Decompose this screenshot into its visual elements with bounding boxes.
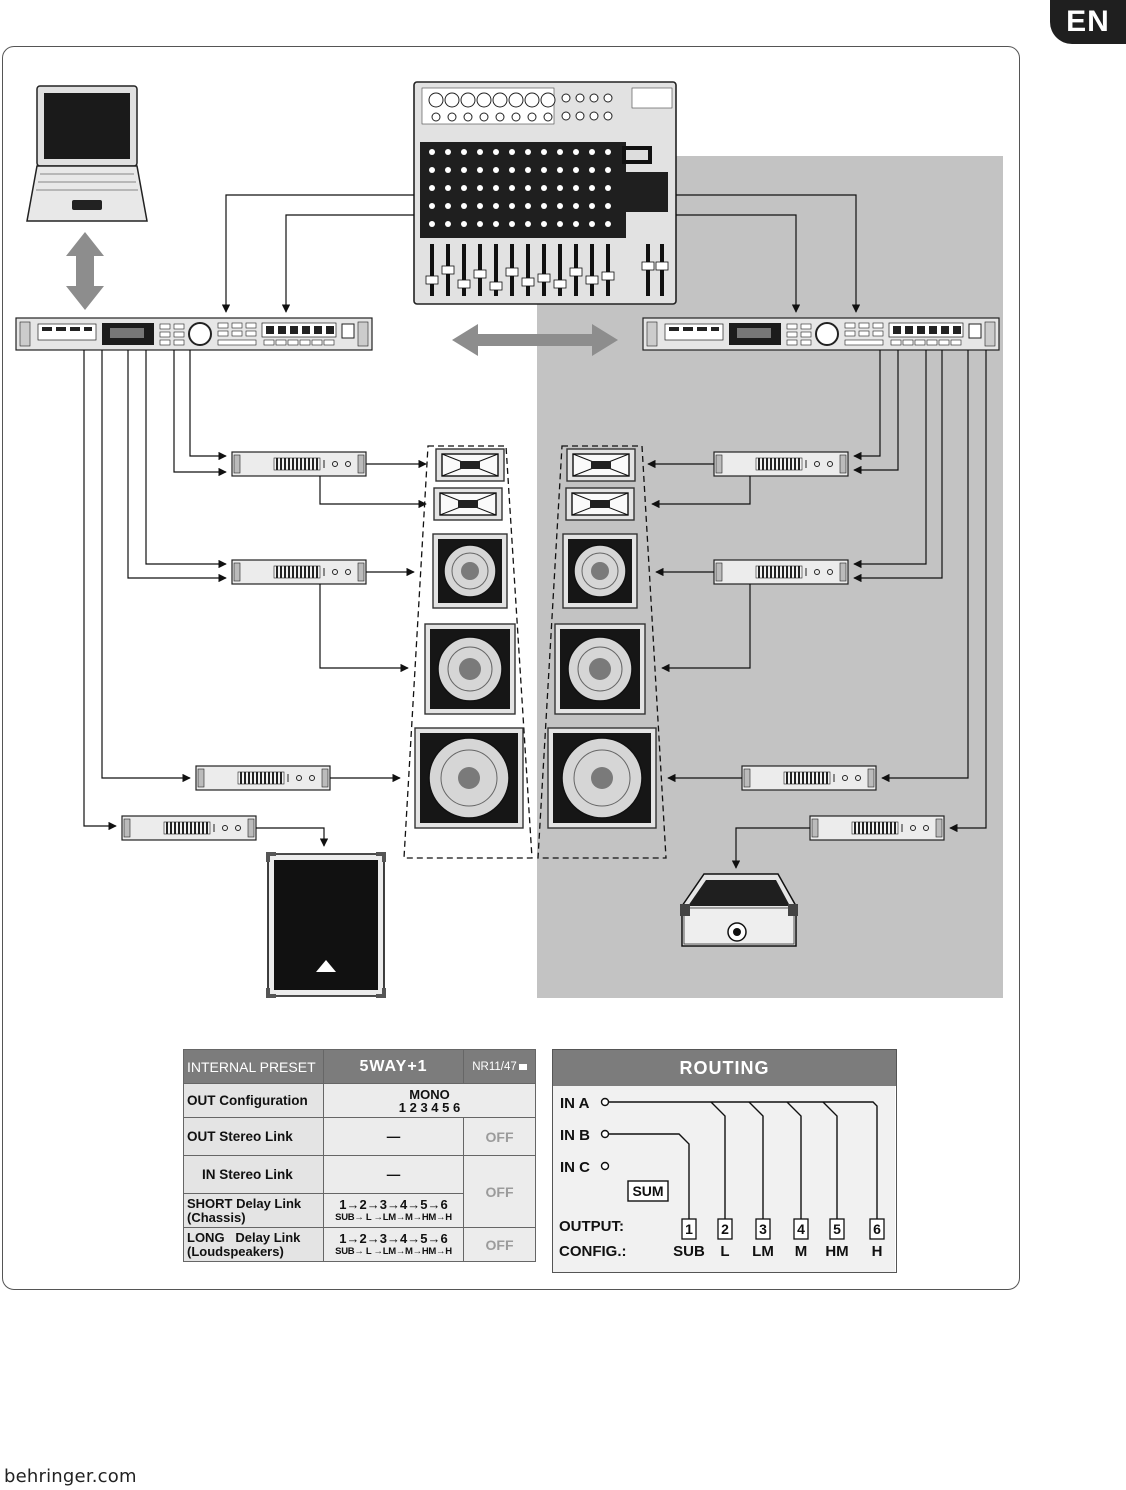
input-b-node (600, 1129, 610, 1139)
config-5: HM (825, 1243, 848, 1260)
amp-right-sub (809, 815, 945, 841)
floor-monitor-wedge (680, 873, 798, 947)
svg-text:SUM: SUM (632, 1183, 663, 1199)
language-badge: EN (1050, 0, 1126, 44)
routing-title: ROUTING (553, 1050, 896, 1086)
config-label: CONFIG.: (559, 1243, 627, 1260)
out-config-label: OUT Configuration (183, 1083, 324, 1118)
sum-box: SUM (627, 1180, 669, 1202)
out-config-value: MONO 1 2 3 4 5 6 (323, 1083, 536, 1118)
short-delay-link-label: SHORT Delay Link (Chassis) (183, 1193, 324, 1228)
out-stereo-link-state: OFF (463, 1117, 536, 1156)
routing-panel: ROUTING IN A IN B IN C OUTPUT: CONFIG.: (552, 1049, 897, 1273)
amp-right-high (713, 451, 849, 477)
config-6: H (872, 1243, 883, 1260)
footer-brand[interactable]: behringer.com (4, 1466, 137, 1487)
amp-left-high (231, 451, 367, 477)
processor-right (642, 317, 1000, 351)
preset-value: 5WAY+1 (323, 1049, 464, 1084)
lock-icon (518, 1063, 527, 1070)
amp-left-sub (121, 815, 257, 841)
processor-link-arrow (452, 324, 618, 356)
left-wiring (83, 350, 427, 847)
input-c-label: IN C (560, 1159, 590, 1176)
right-wiring (647, 350, 987, 869)
amp-left-mid (231, 559, 367, 585)
input-c-node (600, 1161, 610, 1171)
table-row: OUT Configuration MONO 1 2 3 4 5 6 (183, 1083, 536, 1118)
amp-left-low (195, 765, 331, 791)
output-6: 6 (873, 1221, 881, 1237)
diagram-frame (2, 46, 1020, 1290)
output-5: 5 (833, 1221, 841, 1237)
in-stereo-link-value: — (323, 1155, 464, 1194)
routing-body: IN A IN B IN C OUTPUT: CONFIG.: (553, 1086, 895, 1272)
input-b-label: IN B (560, 1127, 590, 1144)
out-stereo-link-label: OUT Stereo Link (183, 1117, 324, 1156)
routing-graph: IN A IN B IN C OUTPUT: CONFIG.: (559, 1095, 885, 1260)
long-delay-link-state: OFF (463, 1227, 536, 1262)
output-2: 2 (721, 1221, 729, 1237)
table-row: OUT Stereo Link — OFF (183, 1117, 536, 1156)
config-4: M (795, 1243, 808, 1260)
preset-table: INTERNAL PRESET 5WAY+1 NR11/47 OUT Confi… (183, 1049, 536, 1262)
right-speaker-stack (547, 448, 657, 829)
preset-label: INTERNAL PRESET (183, 1049, 324, 1084)
long-delay-link-label: LONG Delay Link (Loudspeakers) (183, 1227, 324, 1262)
amp-right-mid (713, 559, 849, 585)
output-3: 3 (759, 1221, 767, 1237)
laptop-link-arrow (66, 232, 104, 310)
output-4: 4 (797, 1221, 805, 1237)
long-delay-chain: 1→2→3→4→5→6 SUB→ L →LM→M→HM→H (323, 1227, 464, 1262)
table-row: IN Stereo Link — OFF (183, 1155, 536, 1228)
out-stereo-link-value: — (323, 1117, 464, 1156)
config-2: L (720, 1243, 729, 1260)
in-stereo-link-label: IN Stereo Link (183, 1155, 324, 1194)
preset-header-row: INTERNAL PRESET 5WAY+1 NR11/47 (183, 1049, 536, 1084)
config-1: SUB (673, 1243, 705, 1260)
input-a-label: IN A (560, 1095, 590, 1112)
preset-code: NR11/47 (463, 1049, 536, 1084)
output-label: OUTPUT: (559, 1218, 624, 1235)
laptop (26, 85, 148, 222)
table-row: LONG Delay Link (Loudspeakers) 1→2→3→4→5… (183, 1227, 536, 1262)
setup-diagram (15, 81, 1000, 998)
output-1: 1 (685, 1221, 693, 1237)
speaker-stack-outlines (403, 445, 667, 859)
processor-left (15, 317, 373, 351)
short-delay-link-state: OFF (463, 1155, 536, 1228)
mixer-outputs (221, 194, 861, 313)
input-a-node (600, 1097, 610, 1107)
short-delay-chain: 1→2→3→4→5→6 SUB→ L →LM→M→HM→H (323, 1193, 464, 1228)
mixing-console (413, 81, 677, 305)
amp-right-low (741, 765, 877, 791)
left-speaker-stack (414, 448, 524, 829)
subwoofer-cabinet (266, 852, 386, 998)
config-3: LM (752, 1243, 774, 1260)
routing-lines (609, 1101, 878, 1219)
